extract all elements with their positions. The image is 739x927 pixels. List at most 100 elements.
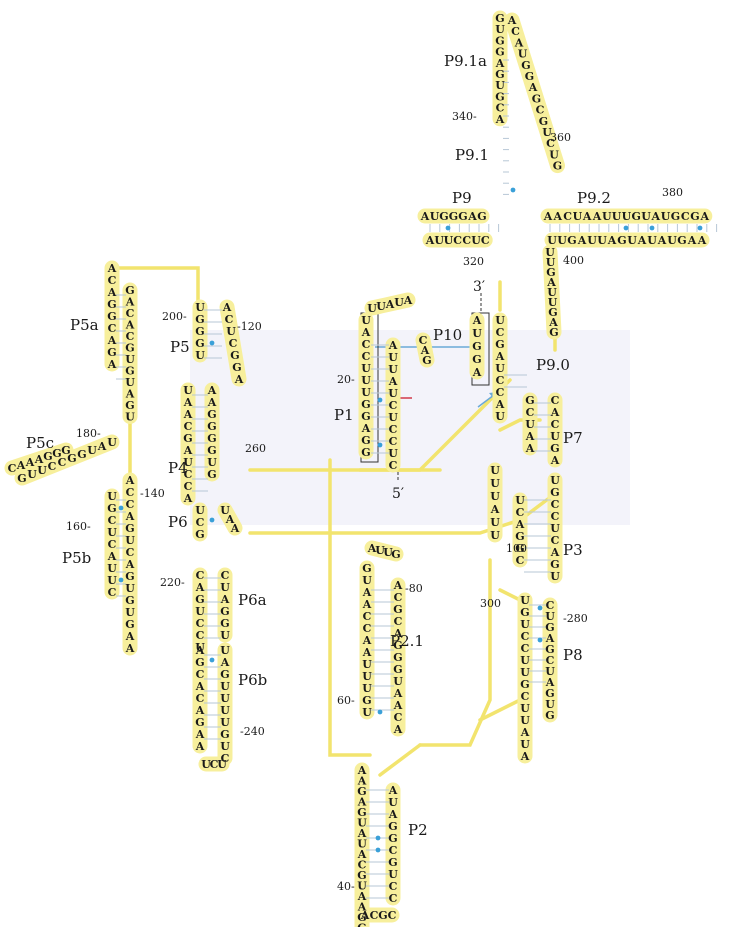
nucleotide: U <box>361 374 371 387</box>
nucleotide: A <box>550 546 560 559</box>
nucleotide: C <box>481 234 490 247</box>
gu-pair-dot <box>209 340 215 346</box>
nucleotide: C <box>196 569 205 582</box>
five-prime-label: 5′ <box>392 486 404 502</box>
nucleotide: G <box>388 832 397 845</box>
nucleotide: G <box>495 12 504 25</box>
nucleotide: C <box>516 506 525 519</box>
nucleotide: G <box>521 59 530 72</box>
gu-pair-dot <box>697 225 703 231</box>
nucleotide: G <box>43 450 52 463</box>
nucleotide: A <box>125 474 135 487</box>
nucleotide: U <box>612 210 622 223</box>
nucleotide: C <box>8 462 17 475</box>
num-240: -240 <box>240 725 265 738</box>
nucleotide: U <box>394 296 404 309</box>
nucleotide: A <box>125 388 135 401</box>
nucleotide: A <box>125 642 135 655</box>
nucleotide: U <box>546 256 556 269</box>
nucleotide: C <box>389 880 398 893</box>
nucleotide: G <box>207 408 216 421</box>
nucleotide: U <box>195 641 205 654</box>
nucleotide: A <box>515 518 525 531</box>
nucleotide: A <box>520 726 530 739</box>
nucleotide: A <box>385 298 395 311</box>
nucleotide: A <box>472 366 482 379</box>
nucleotide: A <box>357 764 367 777</box>
nucleotide: G <box>532 92 541 105</box>
nucleotide: A <box>362 634 372 647</box>
nucleotide: A <box>183 396 193 409</box>
nucleotide: A <box>550 454 560 467</box>
nucleotide: A <box>403 294 413 307</box>
nucleotide: C <box>681 210 690 223</box>
nucleotide: G <box>391 548 400 561</box>
nucleotide: G <box>422 354 431 367</box>
num-360: 360 <box>550 131 571 144</box>
nucleotide: A <box>222 301 232 314</box>
nucleotide: G <box>207 432 216 445</box>
num-380: 380 <box>662 186 683 199</box>
nucleotide: U <box>362 682 372 695</box>
nucleotide: A <box>507 14 517 27</box>
nucleotide: U <box>557 234 567 247</box>
num-260: 260 <box>245 442 266 455</box>
nucleotide: C <box>563 210 572 223</box>
nucleotide: A <box>183 408 193 421</box>
nucleotide: G <box>671 210 680 223</box>
nucleotide: G <box>107 298 116 311</box>
nucleotide: A <box>637 234 647 247</box>
nucleotide: U <box>220 740 230 753</box>
nucleotide: C <box>394 711 403 724</box>
nucleotide: A <box>107 550 117 563</box>
label-p9-0: P9.0 <box>536 356 570 374</box>
nucleotide: A <box>107 358 117 371</box>
gu-pair-dot <box>537 637 543 643</box>
nucleotide: A <box>34 453 44 466</box>
nucleotide: G <box>393 663 402 676</box>
nucleotide: G <box>195 656 204 669</box>
nucleotide: C <box>363 610 372 623</box>
nucleotide: A <box>234 373 244 386</box>
nucleotide: C <box>546 137 555 150</box>
nucleotide: A <box>582 210 592 223</box>
nucleotide: A <box>220 656 230 669</box>
nucleotide: A <box>195 680 205 693</box>
nucleotide: C <box>551 534 560 547</box>
nucleotide: U <box>220 680 230 693</box>
nucleotide: G <box>472 340 481 353</box>
nucleotide: G <box>232 361 241 374</box>
nucleotide: C <box>362 350 371 363</box>
nucleotide: U <box>220 629 230 642</box>
num-160: 160- <box>66 520 91 533</box>
num-200: 200- <box>162 310 187 323</box>
nucleotide: C <box>526 406 535 419</box>
nucleotide: A <box>577 234 587 247</box>
nucleotide: G <box>439 210 448 223</box>
label-p5a: P5a <box>70 316 99 334</box>
nucleotide: G <box>477 210 486 223</box>
nucleotide: G <box>220 728 229 741</box>
nucleotide: A <box>528 81 538 94</box>
nucleotide: G <box>183 432 192 445</box>
nucleotide: G <box>230 349 239 362</box>
nucleotide: G <box>388 820 397 833</box>
nucleotide: C <box>108 322 117 335</box>
nucleotide: G <box>125 365 134 378</box>
nucleotide: U <box>220 504 230 517</box>
nucleotide: U <box>444 234 454 247</box>
nucleotide: U <box>490 490 500 503</box>
num-60: 60- <box>337 694 355 707</box>
nucleotide: G <box>495 46 504 59</box>
nucleotide: U <box>547 234 557 247</box>
nucleotide: U <box>495 79 505 92</box>
nucleotide: U <box>362 574 372 587</box>
gu-pair-dot <box>623 225 629 231</box>
gu-pair-dot <box>209 517 215 523</box>
nucleotide: U <box>357 838 367 851</box>
nucleotide: U <box>597 234 607 247</box>
strand-halo-p10-strand <box>415 332 435 368</box>
nucleotide: U <box>515 494 525 507</box>
nucleotide: G <box>393 651 402 664</box>
nucleotide: A <box>495 398 505 411</box>
